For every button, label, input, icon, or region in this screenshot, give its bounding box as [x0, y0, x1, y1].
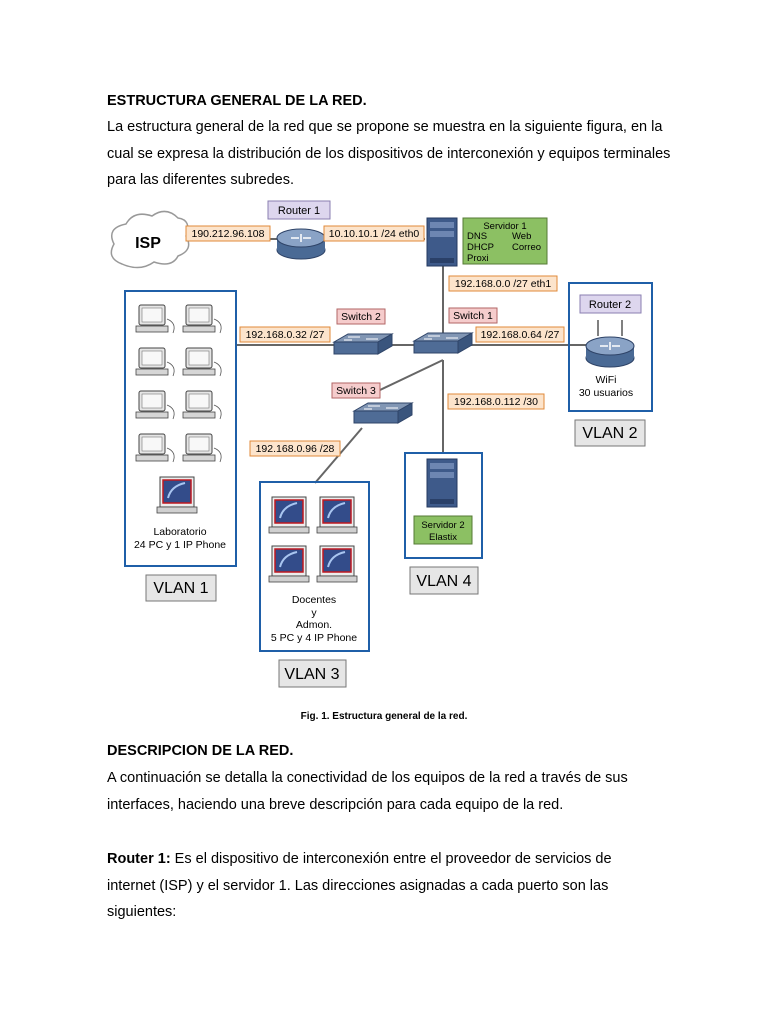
server-1-title: Servidor 1 — [483, 221, 526, 232]
server-1-dns: DNS — [467, 231, 487, 242]
wifi-router-icon — [585, 320, 635, 368]
isp-label: ISP — [135, 235, 161, 252]
server-1-proxi: Proxi — [467, 253, 489, 264]
router-2-title: Router 2 — [589, 299, 631, 311]
paragraph-line: cual se expresa la distribución de los d… — [107, 145, 671, 162]
server-1-box — [462, 217, 548, 265]
server-1-address: 192.168.0.0 /27 eth1 — [455, 278, 551, 290]
isp-address: 190.212.96.108 — [192, 228, 265, 240]
server-2-address: 192.168.0.112 /30 — [454, 396, 538, 408]
vlan-4-label: VLAN 4 — [416, 573, 471, 590]
pc-icon — [135, 304, 175, 334]
pc-icon — [182, 304, 222, 334]
ip-phone-icon — [268, 545, 310, 583]
switch-1-title: Switch 1 — [453, 310, 493, 322]
server-1-icon — [426, 217, 458, 267]
switch-2-icon — [333, 333, 393, 355]
server-2-title: Servidor 2 — [421, 520, 464, 531]
router-1-term: Router 1: — [107, 851, 171, 867]
lab-label: Laboratorio — [153, 526, 206, 538]
switch-2-title: Switch 2 — [341, 311, 381, 323]
vlan-4-label-box — [409, 566, 479, 595]
switch-2-address-box — [239, 326, 331, 343]
router-1-icon — [276, 228, 326, 260]
vlan-4-frame — [404, 452, 483, 559]
switch-2-address: 192.168.0.32 /27 — [246, 329, 325, 341]
switch-1-address-box — [475, 326, 565, 343]
paragraph-line: A continuación se detalla la conectivida… — [107, 770, 628, 786]
router-1-line-rest: Es el dispositivo de interconexión entre… — [170, 851, 612, 867]
server-2-box — [413, 515, 473, 545]
ip-phone-icon — [156, 476, 198, 514]
router-2-box — [579, 294, 642, 314]
paragraph-line: La estructura general de la red que se p… — [107, 119, 663, 135]
pc-icon — [182, 433, 222, 463]
ip-phone-icon — [316, 545, 358, 583]
description-paragraph: A continuación se detalla la conectivida… — [107, 765, 695, 818]
docentes-admon: Admon. — [296, 619, 332, 631]
docentes-count: 5 PC y 4 IP Phone — [271, 632, 357, 644]
section-heading-estructura: ESTRUCTURA GENERAL DE LA RED. — [107, 93, 367, 109]
server-2-address-box — [447, 393, 545, 410]
isp-cloud-icon — [110, 210, 190, 269]
network-diagram: ISP 190.212.96.108 Router 1 10.10.10.1 /… — [110, 200, 653, 688]
lab-count: 24 PC y 1 IP Phone — [134, 539, 226, 551]
pc-icon — [182, 390, 222, 420]
switch-2-box — [336, 308, 386, 325]
docentes-label: Docentes — [292, 594, 336, 606]
router-1-paragraph: Router 1: Es el dispositivo de intercone… — [107, 846, 695, 926]
vlan-1-label: VLAN 1 — [153, 580, 208, 597]
switch-1-box — [448, 307, 498, 324]
switch-1-icon — [413, 332, 473, 354]
switch-3-icon — [353, 402, 413, 424]
ip-phone-icon — [316, 496, 358, 534]
router-1-box — [267, 200, 331, 220]
router-1-address-box — [323, 225, 425, 242]
vlan-3-frame — [259, 481, 370, 652]
vlan-2-label: VLAN 2 — [582, 425, 637, 442]
pc-icon — [135, 433, 175, 463]
switch-3-address-box — [249, 440, 341, 457]
vlan-3-label: VLAN 3 — [284, 666, 339, 683]
figure-caption: Fig. 1. Estructura general de la red. — [300, 711, 468, 722]
server-1-correo: Correo — [512, 242, 541, 253]
router-1-address: 10.10.10.1 /24 eth0 — [329, 228, 420, 240]
pc-icon — [135, 390, 175, 420]
server-1-address-box — [448, 275, 558, 292]
wifi-label: WiFi — [596, 374, 617, 386]
switch-3-address: 192.168.0.96 /28 — [256, 443, 335, 455]
paragraph-line: interfaces, haciendo una breve descripci… — [107, 796, 564, 813]
paragraph-line: internet (ISP) y el servidor 1. Las dire… — [107, 877, 609, 894]
paragraph-line: Router 1: Es el dispositivo de intercone… — [107, 846, 695, 873]
vlan-1-frame — [124, 290, 237, 567]
pc-icon — [182, 347, 222, 377]
vlan-3-label-box — [278, 659, 347, 688]
server-2-elastix: Elastix — [429, 532, 457, 543]
vlan-1-label-box — [145, 574, 217, 602]
intro-paragraph: La estructura general de la red que se p… — [107, 114, 695, 194]
vlan-2-frame — [568, 282, 653, 412]
switch-3-title: Switch 3 — [336, 385, 376, 397]
paragraph-line: para las diferentes subredes. — [107, 172, 294, 188]
server-1-dhcp: DHCP — [467, 242, 494, 253]
pc-icon — [135, 347, 175, 377]
ip-phone-icon — [268, 496, 310, 534]
router-1-title: Router 1 — [278, 205, 320, 217]
switch-1-address: 192.168.0.64 /27 — [481, 329, 560, 341]
paragraph-line: siguientes: — [107, 904, 177, 920]
server-2-icon — [426, 458, 458, 508]
switch-3-box — [331, 382, 381, 399]
isp-address-box — [185, 225, 271, 242]
vlan-2-label-box — [574, 419, 646, 447]
docentes-y: y — [311, 607, 317, 619]
section-heading-descripcion: DESCRIPCION DE LA RED. — [107, 743, 294, 759]
wifi-users: 30 usuarios — [579, 387, 633, 399]
server-1-web: Web — [512, 231, 531, 242]
